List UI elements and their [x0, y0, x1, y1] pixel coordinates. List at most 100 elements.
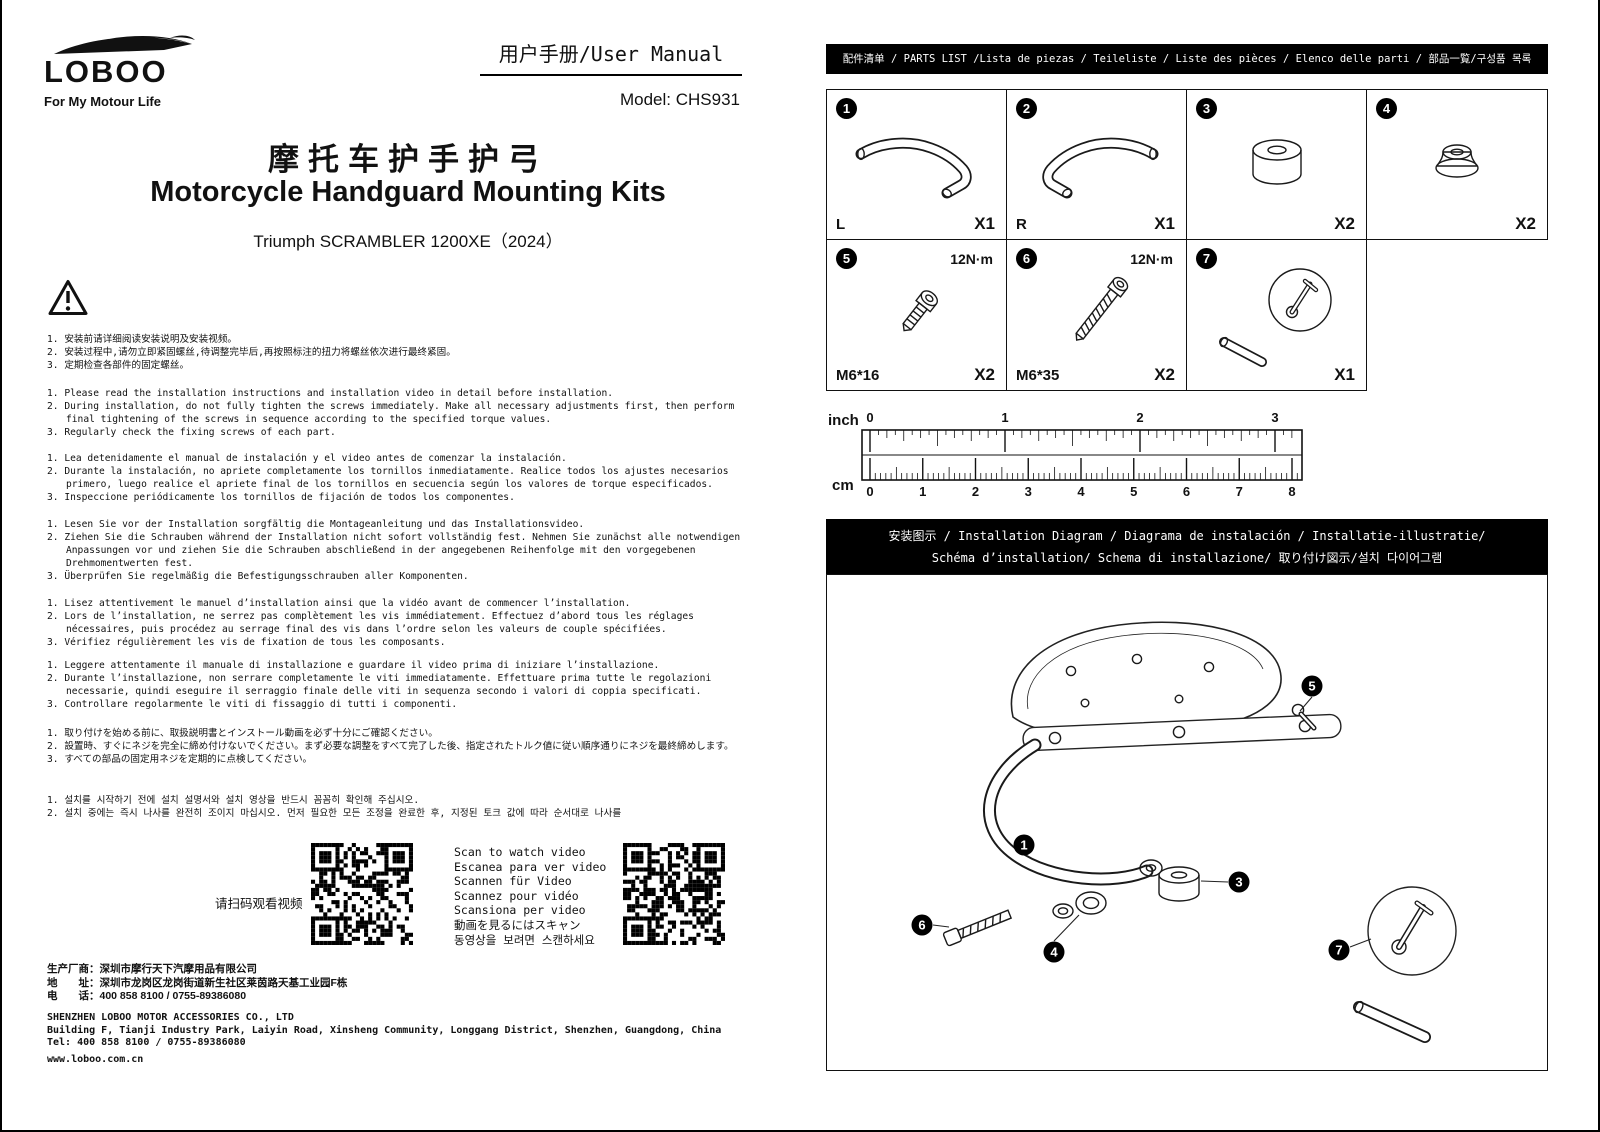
grommet-illustration — [1435, 144, 1479, 178]
diagram-grommet — [1052, 891, 1107, 919]
bolt-illustration — [1074, 276, 1128, 341]
warning-line: 3. Controllare regolarmente le viti di f… — [47, 699, 458, 710]
svg-text:0: 0 — [866, 410, 873, 425]
part-cell-1: 1 L X1 — [826, 89, 1007, 240]
part-qty: X1 — [974, 214, 995, 233]
logo-text: LOBOO — [44, 54, 168, 88]
pin-tool-illustration — [1218, 268, 1332, 367]
warnings-it: 1. Leggere attentamente il manuale di in… — [47, 659, 761, 711]
torque-value: 12N·m — [1130, 251, 1173, 267]
scan-labels: Scan to watch video Escanea para ver vid… — [454, 845, 607, 947]
svg-text:3: 3 — [1025, 484, 1032, 499]
left-lever-illustration — [855, 137, 972, 199]
warnings-de: 1. Lesen Sie vor der Installation sorgfä… — [47, 518, 761, 583]
part-qty: X1 — [1154, 214, 1175, 233]
svg-text:7: 7 — [1236, 484, 1243, 499]
logo-swoosh-icon: LOBOO — [44, 35, 195, 89]
part-cell-4: 4 X2 — [1366, 89, 1548, 240]
warnings-zh: 1. 安装前请详细阅读安装说明及安装视频。 2. 安装过程中,请勿立即紧固螺丝,… — [47, 333, 761, 372]
svg-text:5: 5 — [1308, 679, 1315, 694]
video-qr-code — [623, 843, 725, 945]
part-label: L — [836, 216, 846, 233]
video-qr-code — [311, 843, 413, 945]
spacer-illustration — [1251, 139, 1302, 185]
warning-line: 2. Lors de l’installation, ne serrez pas… — [47, 611, 694, 635]
scan-label-zh: 请扫码观看视频 — [215, 897, 303, 911]
part-cell-2: 2 R X1 — [1006, 89, 1187, 240]
part-number-badge: 5 — [836, 248, 857, 269]
warning-line: 2. 安装过程中,请勿立即紧固螺丝,待调整完毕后,再按照标注的扭力将螺丝依次进行… — [47, 347, 456, 358]
parts-list-header: 配件清单 / PARTS LIST /Lista de piezas / Tei… — [826, 44, 1548, 74]
part-qty: X2 — [1334, 214, 1355, 233]
part-label: M6*16 — [836, 367, 880, 384]
warning-line: 3. Regularly check the fixing screws of … — [47, 427, 336, 438]
installation-diagram: 1 3 4 5 6 7 — [911, 621, 1457, 1043]
warnings-es: 1. Lea detenidamente el manual de instal… — [47, 452, 761, 504]
part-label: R — [1016, 216, 1027, 233]
brand-logo: LOBOO For My Motour Life — [44, 32, 196, 109]
part-qty: X2 — [974, 365, 995, 384]
svg-text:3: 3 — [1235, 875, 1242, 890]
product-title-zh: 摩托车护手护弓 — [268, 142, 548, 177]
leader-lines — [932, 696, 1372, 948]
warning-line: 1. 安装前请详细阅读安装说明及安装视频。 — [47, 334, 238, 345]
warnings-ja: 1. 取り付けを始める前に、取扱説明書とインストール動画を必ず十分にご確認くださ… — [47, 727, 761, 766]
warning-line: 1. Please read the installation instruct… — [47, 388, 614, 399]
svg-text:8: 8 — [1288, 484, 1295, 499]
svg-text:5: 5 — [1130, 484, 1137, 499]
logo-tagline: For My Motour Life — [44, 94, 161, 109]
tool-inset — [1367, 886, 1457, 976]
warning-line: 2. 設置時、すぐにネジを完全に締め付けないでください。まず必要な調整をすべて完… — [47, 741, 734, 752]
warning-line: 2. Durante l’installazione, non serrare … — [47, 673, 712, 697]
svg-text:3: 3 — [1271, 410, 1278, 425]
screw-illustration — [901, 290, 938, 332]
warnings-fr: 1. Lisez attentivement le manuel d’insta… — [47, 597, 761, 649]
svg-text:6: 6 — [1183, 484, 1190, 499]
part-number-badge: 6 — [1016, 248, 1037, 269]
callout-5: 5 — [1301, 675, 1323, 697]
installation-diagram-box: 1 3 4 5 6 7 — [826, 574, 1548, 1071]
part-cell-3: 3 X2 — [1186, 89, 1367, 240]
doc-title: 用户手册/User Manual — [480, 38, 742, 76]
parts-grid: 1 L X1 2 R X1 3 — [826, 89, 1548, 392]
part-qty: X2 — [1515, 214, 1536, 233]
warning-line: 1. Lesen Sie vor der Installation sorgfä… — [47, 519, 585, 530]
svg-text:1: 1 — [919, 484, 926, 499]
part-number-badge: 2 — [1016, 98, 1037, 119]
warning-line: 1. Lisez attentivement le manuel d’insta… — [47, 598, 631, 609]
product-title-en: Motorcycle Handguard Mounting Kits — [150, 176, 666, 208]
warning-line: 3. すべての部品の固定用ネジを定期的に点検してください。 — [47, 754, 313, 765]
callout-4: 4 — [1043, 941, 1065, 963]
warning-line: 1. Leggere attentamente il manuale di in… — [47, 660, 660, 671]
svg-text:7: 7 — [1335, 943, 1342, 958]
guard-bar — [983, 738, 1163, 886]
warnings-en: 1. Please read the installation instruct… — [47, 387, 761, 439]
warning-line: 3. Überprüfen Sie regelmäßig die Befesti… — [47, 571, 469, 582]
warnings-ko: 1. 설치를 시작하기 전에 설치 설명서와 설치 영상을 반드시 꼼꼼히 확인… — [47, 794, 761, 820]
manufacturer-info-zh: 生产厂商：深圳市摩行天下汽摩用品有限公司 地 址：深圳市龙岗区龙岗街道新生社区莱… — [47, 963, 348, 1002]
diagram-bolt — [942, 909, 1013, 947]
warning-line: 3. Inspeccione periódicamente los tornil… — [47, 492, 515, 503]
ruler-inch-label: inch — [828, 412, 859, 429]
svg-text:0: 0 — [866, 484, 873, 499]
svg-text:4: 4 — [1050, 945, 1058, 960]
svg-text:6: 6 — [918, 918, 925, 933]
torque-value: 12N·m — [950, 251, 993, 267]
part-number-badge: 4 — [1376, 98, 1397, 119]
svg-text:4: 4 — [1077, 484, 1085, 499]
svg-text:1: 1 — [1020, 838, 1027, 853]
part-number-badge: 7 — [1196, 248, 1217, 269]
ruler-cm-label: cm — [832, 477, 854, 494]
warning-line: 2. 설치 중에는 즉시 나사를 완전히 조이지 마십시오. 먼저 필요한 모든… — [47, 808, 622, 819]
installation-header-line2: Schéma d’installation/ Schema di install… — [931, 551, 1443, 565]
pin-tool-rod — [1353, 1000, 1431, 1043]
warning-line: 2. Durante la instalación, no apriete co… — [47, 466, 729, 490]
manufacturer-info-en: SHENZHEN LOBOO MOTOR ACCESSORIES CO., LT… — [47, 1012, 722, 1048]
part-qty: X2 — [1154, 365, 1175, 384]
svg-text:2: 2 — [972, 484, 979, 499]
part-label: M6*35 — [1016, 367, 1060, 384]
callout-6: 6 — [911, 914, 933, 936]
part-cell-7: 7 X1 — [1186, 239, 1367, 391]
